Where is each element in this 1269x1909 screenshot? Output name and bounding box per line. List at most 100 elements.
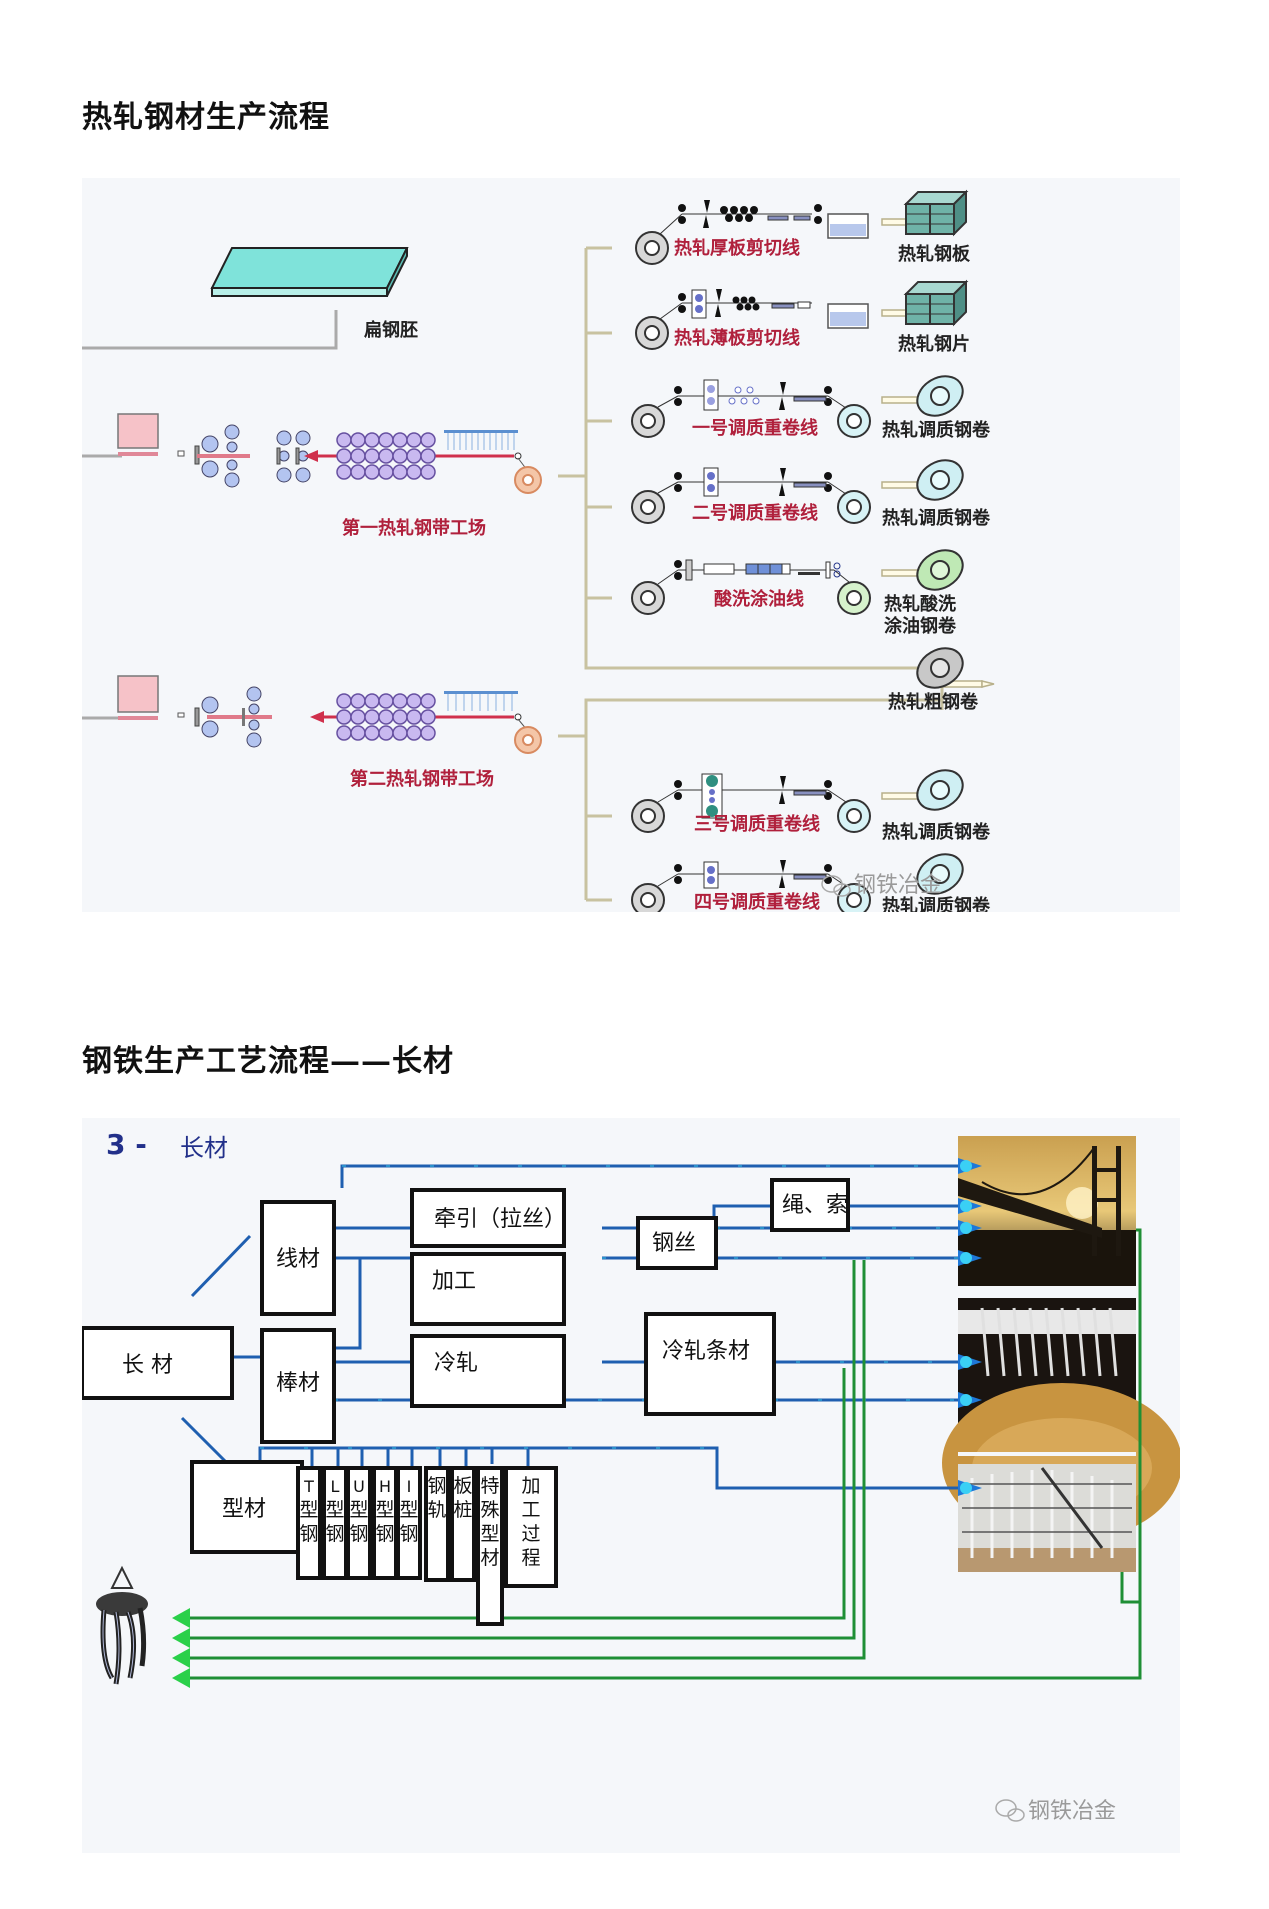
arrow-icon xyxy=(958,1220,982,1236)
sections-box xyxy=(190,1460,304,1554)
steel-structure-photo xyxy=(958,1464,1136,1572)
arrow-icon xyxy=(958,1198,982,1214)
section-type-char: 型 xyxy=(375,1499,394,1521)
section-type-box: L型钢 xyxy=(322,1466,348,1580)
section-type-char: 钢 xyxy=(325,1523,344,1545)
section-type-char: 殊 xyxy=(480,1499,499,1521)
scrap-magnet-icon xyxy=(96,1565,148,1685)
flow-lines-glow xyxy=(260,1165,972,1449)
line-4-equipment xyxy=(631,467,871,524)
processing-label: 加工 xyxy=(432,1269,476,1294)
section1-title: 热轧钢材生产流程 xyxy=(82,100,330,135)
section-type-box: 板桩 xyxy=(450,1466,476,1582)
section2-title: 钢铁生产工艺流程——长材 xyxy=(82,1044,454,1079)
long-products-box xyxy=(82,1326,234,1400)
section-type-char: 特 xyxy=(480,1475,499,1497)
arrow-icon xyxy=(958,1354,982,1370)
arrow-icon xyxy=(958,1480,982,1496)
line-2-label: 热轧薄板剪切线 xyxy=(674,327,800,349)
section-type-char: 型 xyxy=(480,1523,499,1545)
line-8-equipment xyxy=(631,860,871,912)
wire-rod-box xyxy=(260,1200,336,1316)
line-8-label: 四号调质重卷线 xyxy=(694,891,820,912)
line-5-product-1: 热轧酸洗 xyxy=(884,593,956,615)
section-type-box: T型钢 xyxy=(296,1466,322,1580)
wechat-icon xyxy=(821,875,851,897)
watermark-2: 钢铁冶金 xyxy=(1028,1799,1116,1824)
mill-2-equipment xyxy=(117,675,542,754)
pickled-coil-icon xyxy=(916,549,964,591)
watermark-1: 钢铁冶金 xyxy=(854,873,942,898)
rope-box xyxy=(770,1178,850,1232)
line-4-product: 热轧调质钢卷 xyxy=(882,507,991,529)
section-type-char: 钢 xyxy=(399,1523,418,1545)
steel-plate-stack-icon xyxy=(905,191,967,235)
section-type-letter: T xyxy=(303,1477,314,1496)
section-type-char: 板 xyxy=(453,1475,472,1497)
cold-rolled-bar-label: 冷轧条材 xyxy=(662,1339,750,1364)
hot-rolling-svg: 扁钢胚 第一热轧钢带工场 xyxy=(82,191,995,912)
recycle-lines-green xyxy=(186,1228,1142,1680)
line-5-product-2: 涂油钢卷 xyxy=(884,615,957,637)
section-type-letter: I xyxy=(407,1477,412,1496)
green-arrow-icon xyxy=(172,1628,190,1648)
line-8-product: 热轧调质钢卷 xyxy=(882,895,991,912)
line-3-label: 一号调质重卷线 xyxy=(692,417,818,439)
section-type-char: 材 xyxy=(480,1547,499,1569)
long-products-svg: 3 - 长材 xyxy=(82,1128,1180,1824)
tempered-coil-icon xyxy=(909,367,971,425)
section-type-letter: U xyxy=(353,1477,365,1496)
rope-label: 绳、索 xyxy=(782,1193,848,1218)
section-type-char: 轨 xyxy=(427,1499,446,1521)
bridge-photo xyxy=(958,1136,1136,1286)
mill-1-equipment xyxy=(117,413,542,494)
tempered-coil-icon xyxy=(909,761,971,819)
green-arrow-icon xyxy=(172,1608,190,1628)
section-type-box: 钢轨 xyxy=(424,1466,450,1582)
process-boxes xyxy=(82,1178,850,1554)
section-type-letter: L xyxy=(331,1477,340,1496)
line-1-product: 热轧钢板 xyxy=(898,243,971,265)
section-type-char: 桩 xyxy=(453,1499,472,1521)
hot-rolling-diagram: 扁钢胚 第一热轧钢带工场 xyxy=(82,178,1180,912)
line-3-equipment xyxy=(631,379,871,438)
long-products-diagram: 3 - 长材 xyxy=(82,1118,1180,1853)
bar-label: 棒材 xyxy=(276,1371,320,1396)
line-7-label: 三号调质重卷线 xyxy=(694,813,820,835)
cold-rolled-bar-box xyxy=(644,1312,776,1416)
rough-coil-icon xyxy=(916,647,964,689)
section-type-box: U型钢 xyxy=(346,1466,372,1580)
section-type-char: 钢 xyxy=(375,1523,394,1545)
section-type-char: 钢 xyxy=(349,1523,368,1545)
section-type-char: 程 xyxy=(521,1547,540,1569)
line-2-product: 热轧钢片 xyxy=(898,333,970,355)
line-4-label: 二号调质重卷线 xyxy=(692,502,818,524)
line-3-product: 热轧调质钢卷 xyxy=(882,419,991,441)
section-type-char: 过 xyxy=(521,1523,540,1545)
wechat-icon xyxy=(995,1799,1025,1822)
slab-distribution-lines xyxy=(82,310,338,720)
line-7-equipment xyxy=(631,773,871,833)
line-6-product: 热轧粗钢卷 xyxy=(888,691,979,713)
slab-icon xyxy=(210,247,409,297)
mill-1-label: 第一热轧钢带工场 xyxy=(342,517,486,539)
section-type-box: I型钢 xyxy=(396,1466,422,1580)
drawing-label: 牵引（拉丝） xyxy=(434,1207,566,1232)
cold-rolling-box xyxy=(410,1334,566,1408)
section-type-char: 型 xyxy=(299,1499,318,1521)
line-1-label: 热轧厚板剪切线 xyxy=(674,237,800,259)
wire-rod-label: 线材 xyxy=(276,1247,320,1272)
section-type-char: 钢 xyxy=(427,1475,446,1497)
section-type-char: 型 xyxy=(325,1499,344,1521)
tempered-coil-icon xyxy=(909,451,971,509)
arrow-heads xyxy=(958,1158,982,1496)
arrow-icon xyxy=(958,1250,982,1266)
line-5-equipment xyxy=(631,559,871,615)
section-type-char: 型 xyxy=(399,1499,418,1521)
long-products-label: 长 材 xyxy=(122,1353,173,1378)
recycle-arrow-heads xyxy=(172,1608,190,1688)
slab-label: 扁钢胚 xyxy=(364,319,418,341)
line-distribution-tree xyxy=(558,246,944,902)
green-arrow-icon xyxy=(172,1668,190,1688)
